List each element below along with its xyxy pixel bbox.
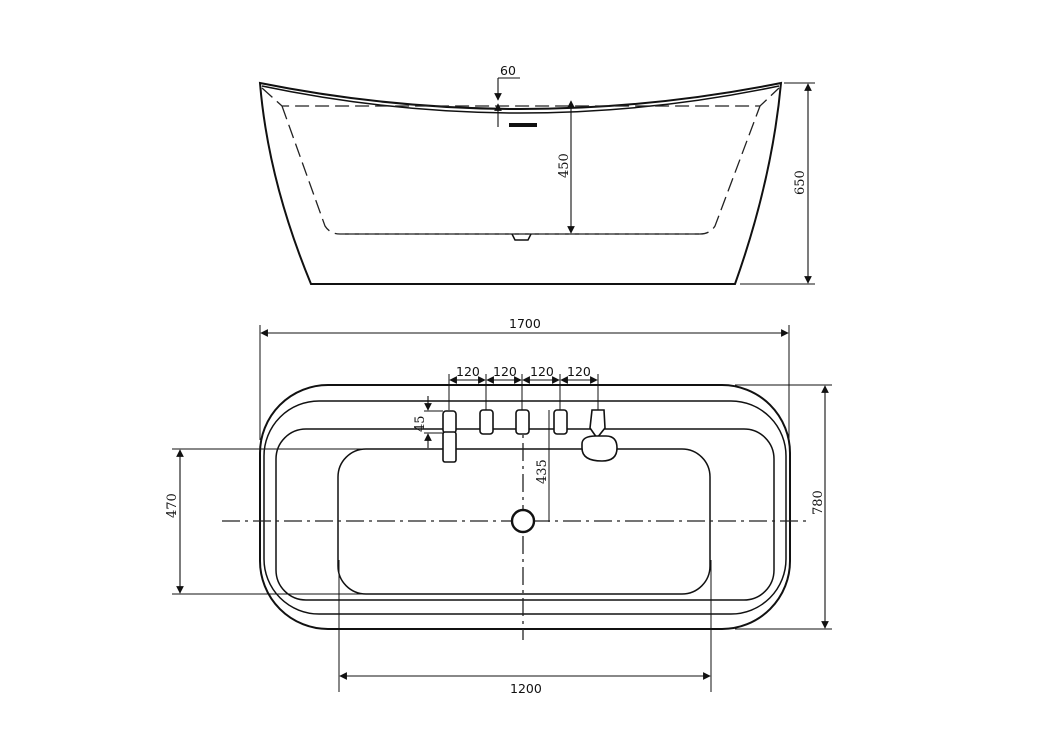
side-elevation-view: 60 450 650 bbox=[258, 63, 815, 285]
inner-depth-label: 450 bbox=[557, 153, 572, 178]
overflow-slot bbox=[509, 123, 537, 127]
tub-rim-line bbox=[261, 85, 780, 114]
drain-to-taps-label: 435 bbox=[535, 459, 550, 484]
inner-width-label: 470 bbox=[165, 493, 180, 518]
tap-spacing-label-3: 120 bbox=[530, 364, 554, 379]
tub-inner-hidden-outline bbox=[261, 87, 780, 235]
valve-handle-2-icon bbox=[515, 409, 530, 435]
faucet-set bbox=[442, 409, 618, 463]
valve-handle-1-icon bbox=[479, 409, 494, 435]
spout-icon bbox=[442, 410, 457, 434]
spout-body bbox=[442, 431, 457, 463]
drain-hidden bbox=[511, 233, 532, 241]
hand-shower-holder-icon bbox=[589, 409, 606, 440]
plan-view: 120 120 120 120 45 435 470 780 1700 1200 bbox=[165, 316, 832, 696]
total-width-label: 780 bbox=[811, 490, 826, 515]
hand-shower-icon bbox=[581, 435, 618, 462]
tap-spacing-label-4: 120 bbox=[567, 364, 591, 379]
inner-length-label: 1200 bbox=[510, 681, 542, 696]
overflow-offset-label: 60 bbox=[500, 63, 516, 78]
tub-side-outline bbox=[258, 81, 783, 285]
tub-rim-outline bbox=[263, 400, 787, 615]
tap-spacing-label-1: 120 bbox=[456, 364, 480, 379]
tub-outer-outline bbox=[259, 384, 791, 630]
valve-handle-3-icon bbox=[553, 409, 568, 435]
spout-offset-label: 45 bbox=[413, 415, 428, 432]
drain-icon bbox=[510, 508, 536, 534]
tap-spacing-label-2: 120 bbox=[493, 364, 517, 379]
total-height-label: 650 bbox=[793, 170, 808, 195]
total-length-label: 1700 bbox=[509, 316, 541, 331]
